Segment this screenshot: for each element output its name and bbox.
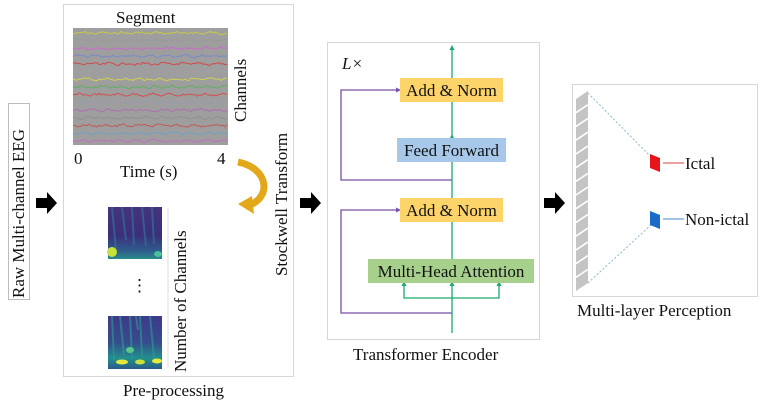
input-neuron-divider — [575, 104, 589, 114]
ictal-label: Ictal — [685, 154, 716, 173]
input-neuron-divider — [575, 254, 589, 265]
raw-eeg-label-box — [8, 103, 30, 300]
non-ictal-neuron — [650, 211, 660, 229]
input-layer — [575, 91, 589, 291]
eeg-trace — [72, 115, 228, 121]
input-neuron-divider — [575, 158, 589, 169]
right-arrow-icon — [544, 192, 565, 214]
residual-connection-top — [340, 89, 452, 181]
mlp-box — [572, 84, 758, 297]
eeg-trace — [72, 138, 228, 144]
input-neuron-divider — [575, 241, 589, 251]
up-arrow-icon — [496, 281, 502, 286]
eeg-trace — [72, 92, 228, 97]
eeg-trace — [72, 77, 228, 82]
right-arrow-icon — [36, 192, 57, 214]
eeg-trace — [72, 100, 228, 105]
transformer-encoder-title: Transformer Encoder — [353, 345, 499, 364]
feed-forward-block: Feed Forward — [397, 138, 506, 162]
input-neuron-divider — [575, 131, 589, 141]
input-neuron-divider — [575, 145, 589, 155]
segment-label: Segment — [116, 8, 176, 27]
input-neuron-divider — [575, 227, 589, 237]
mlp-title: Multi-layer Perception — [577, 301, 732, 320]
eeg-trace — [72, 131, 228, 136]
preprocessing-title: Pre-processing — [123, 381, 225, 400]
add-norm-top-block: Add & Norm — [400, 78, 503, 102]
ictal-neuron — [650, 154, 660, 172]
right-arrow-icon — [396, 207, 401, 213]
up-arrow-icon — [401, 281, 407, 286]
add-norm-bottom-block: Add & Norm — [400, 198, 503, 222]
eeg-trace — [72, 61, 228, 67]
up-arrow-icon — [449, 45, 455, 50]
time-end-tick: 4 — [217, 149, 226, 168]
connection-line — [587, 223, 653, 284]
input-neuron-divider — [575, 186, 589, 196]
input-neuron-divider — [575, 117, 589, 128]
right-arrow-icon — [396, 87, 401, 93]
input-neuron-divider — [575, 213, 589, 224]
spectrogram-last — [108, 315, 162, 369]
eeg-trace — [72, 38, 228, 43]
eeg-trace — [72, 107, 228, 113]
connection-line — [587, 92, 653, 159]
non-ictal-label: Non-ictal — [685, 210, 750, 229]
eeg-trace — [72, 69, 228, 75]
time-axis-label: Time (s) — [120, 162, 178, 181]
input-neuron-divider — [575, 200, 589, 210]
up-arrow-icon — [449, 134, 455, 139]
time-start-tick: 0 — [74, 149, 83, 168]
eeg-trace — [72, 53, 228, 59]
repeat-label: L× — [342, 54, 363, 73]
multi-head-attention-block: Multi-Head Attention — [368, 259, 534, 283]
eeg-trace — [72, 46, 228, 51]
eeg-trace — [72, 123, 228, 128]
up-arrow-icon — [449, 281, 455, 286]
attention-input-branch — [403, 285, 500, 299]
residual-connection-bottom — [340, 209, 452, 314]
ellipsis: ⋮ — [131, 276, 148, 295]
spectrogram-first — [107, 206, 162, 259]
right-arrow-icon — [300, 192, 321, 214]
input-neuron-divider — [575, 172, 589, 182]
eeg-trace — [72, 84, 227, 90]
input-neuron-divider — [575, 268, 589, 278]
eeg-trace — [72, 30, 228, 35]
